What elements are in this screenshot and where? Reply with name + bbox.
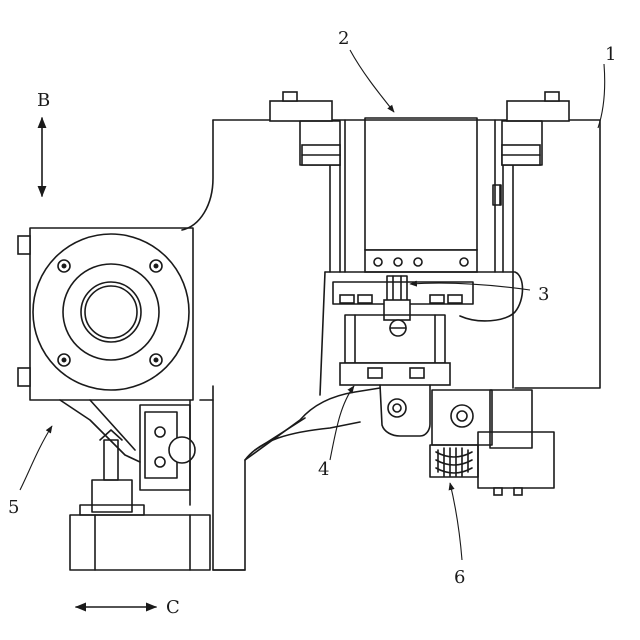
lower-clamp-and-base [60, 400, 213, 570]
axis-c-label: C [166, 597, 180, 618]
rotary-unit [18, 228, 193, 400]
central-slide-block [345, 118, 495, 272]
top-left-clamp [270, 92, 340, 165]
part-5-label: 5 [8, 497, 19, 518]
main-frame [182, 120, 600, 570]
top-right-clamp [502, 92, 569, 165]
worm-drive-unit [430, 390, 554, 495]
part-3-label: 3 [538, 284, 549, 305]
axis-b-label: B [37, 90, 50, 111]
part-2-label: 2 [338, 28, 349, 49]
leader-lines [20, 50, 605, 560]
part-1-label: 1 [605, 44, 616, 65]
part-6-label: 6 [454, 567, 465, 588]
part-4-label: 4 [318, 459, 329, 480]
